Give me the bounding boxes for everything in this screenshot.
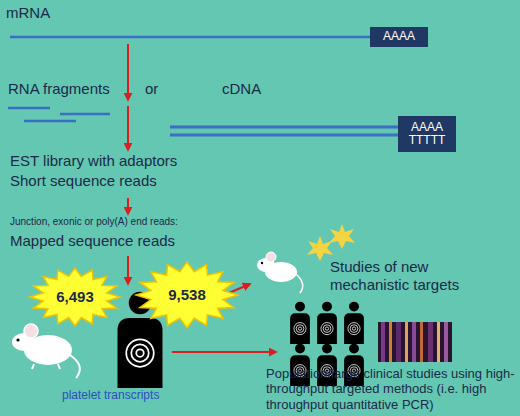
heatmap	[378, 322, 452, 362]
step-label: EST library with adaptors	[10, 152, 270, 170]
node-text: 9,538	[168, 287, 206, 304]
flow-arrow	[127, 106, 129, 150]
outcome-label: Studies of new mechanistic targets	[330, 258, 480, 293]
node-text: AAAA	[383, 30, 415, 43]
caption-label: platelet transcripts	[62, 388, 202, 402]
heatmap-stripe	[437, 322, 440, 362]
heatmap-stripe	[412, 322, 416, 362]
mouse-tail	[296, 274, 303, 293]
flow-arrow	[127, 256, 129, 284]
step-label: RNA fragments	[8, 80, 120, 98]
node-text: TTTTT	[409, 134, 446, 147]
rna-fragment	[24, 120, 76, 123]
flow-arrow	[127, 198, 129, 214]
heatmap-stripe	[428, 322, 433, 362]
cdna-strand	[170, 134, 400, 137]
count-burst: 6,493	[30, 268, 120, 326]
flow-arrow	[127, 44, 129, 100]
heatmap-stripe	[420, 322, 423, 362]
polya-box: AAAA	[370, 27, 428, 47]
mouse-ear	[266, 252, 276, 262]
rna-fragment	[60, 113, 110, 116]
count-burst: 9,538	[136, 262, 238, 328]
mrna-strand	[10, 36, 372, 39]
node-text: AAAA	[411, 121, 443, 134]
mouse-leg	[58, 364, 60, 369]
heatmap-stripe	[396, 322, 401, 362]
human-silhouette	[290, 302, 310, 344]
burst-shape	[30, 268, 120, 326]
mouse-ear	[24, 324, 38, 338]
mouse-eye	[261, 262, 263, 264]
step-label: Mapped sequence reads	[10, 232, 270, 250]
burst-shape	[136, 262, 238, 328]
human-silhouette	[317, 302, 337, 344]
outcome-label: Population/large clinical studies using …	[266, 366, 520, 412]
small-burst	[307, 236, 333, 261]
step-label: Short sequence reads	[10, 172, 270, 190]
mouse-tail	[70, 355, 80, 378]
rna-fragment	[8, 107, 50, 110]
polya-box: AAAATTTTT	[398, 116, 456, 152]
note-label: Junction, exonic or poly(A) end reads:	[10, 216, 270, 228]
human-silhouette	[344, 302, 364, 344]
cdna-strand	[170, 126, 400, 129]
flow-arrow	[172, 351, 276, 353]
heatmap-stripe	[389, 322, 392, 362]
heatmap-stripe	[381, 322, 385, 362]
molecule-label: mRNA	[6, 4, 96, 22]
mouse-eye	[16, 338, 19, 341]
connector-word: or	[145, 80, 175, 98]
heatmap-stripe	[444, 322, 448, 362]
node-text: 6,493	[56, 289, 94, 306]
step-label: cDNA	[222, 80, 292, 98]
small-burst	[329, 224, 355, 249]
heatmap-stripe	[405, 322, 408, 362]
mouse-leg	[32, 364, 34, 369]
